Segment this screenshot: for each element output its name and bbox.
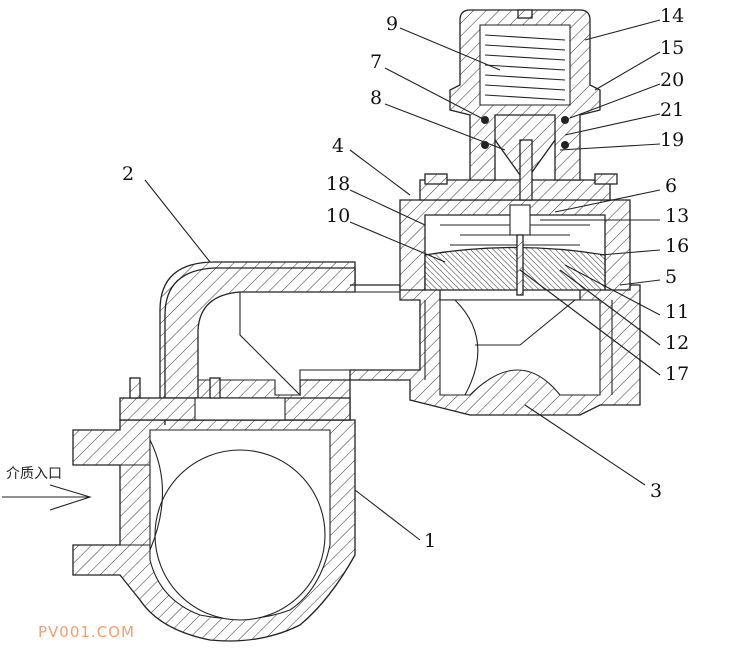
top-cap-assembly bbox=[449, 9, 601, 201]
label-10: 10 bbox=[326, 205, 350, 227]
label-9: 9 bbox=[386, 13, 398, 35]
label-12: 12 bbox=[665, 332, 689, 354]
label-17: 17 bbox=[665, 363, 689, 385]
label-14: 14 bbox=[660, 5, 684, 27]
label-5: 5 bbox=[665, 266, 677, 288]
label-20: 20 bbox=[660, 69, 684, 91]
label-7: 7 bbox=[370, 51, 382, 73]
spring bbox=[484, 34, 566, 101]
label-15: 15 bbox=[660, 37, 684, 59]
label-1: 1 bbox=[424, 530, 436, 552]
label-16: 16 bbox=[665, 235, 689, 257]
part-2-elbow bbox=[119, 261, 421, 425]
inlet-label: 介质入口 bbox=[6, 466, 62, 482]
label-4: 4 bbox=[332, 135, 344, 157]
label-21: 21 bbox=[660, 99, 684, 121]
part-labels: 1 2 3 4 5 6 7 8 9 10 11 12 13 14 15 16 1… bbox=[122, 5, 689, 552]
part-4-bonnet bbox=[399, 173, 631, 296]
label-13: 13 bbox=[665, 205, 689, 227]
label-18: 18 bbox=[326, 173, 350, 195]
part-3-right-body bbox=[349, 284, 641, 416]
label-8: 8 bbox=[370, 87, 382, 109]
label-11: 11 bbox=[665, 301, 689, 323]
label-19: 19 bbox=[660, 129, 684, 151]
watermark: PV001.COM bbox=[38, 623, 135, 641]
inlet-annotation: 介质入口 bbox=[2, 466, 92, 511]
label-3: 3 bbox=[650, 480, 662, 502]
label-6: 6 bbox=[665, 175, 677, 197]
leader-lines bbox=[144, 19, 661, 541]
inlet-arrow-head-icon bbox=[49, 484, 92, 511]
part-1-lower-body bbox=[72, 419, 356, 642]
label-2: 2 bbox=[122, 163, 134, 185]
